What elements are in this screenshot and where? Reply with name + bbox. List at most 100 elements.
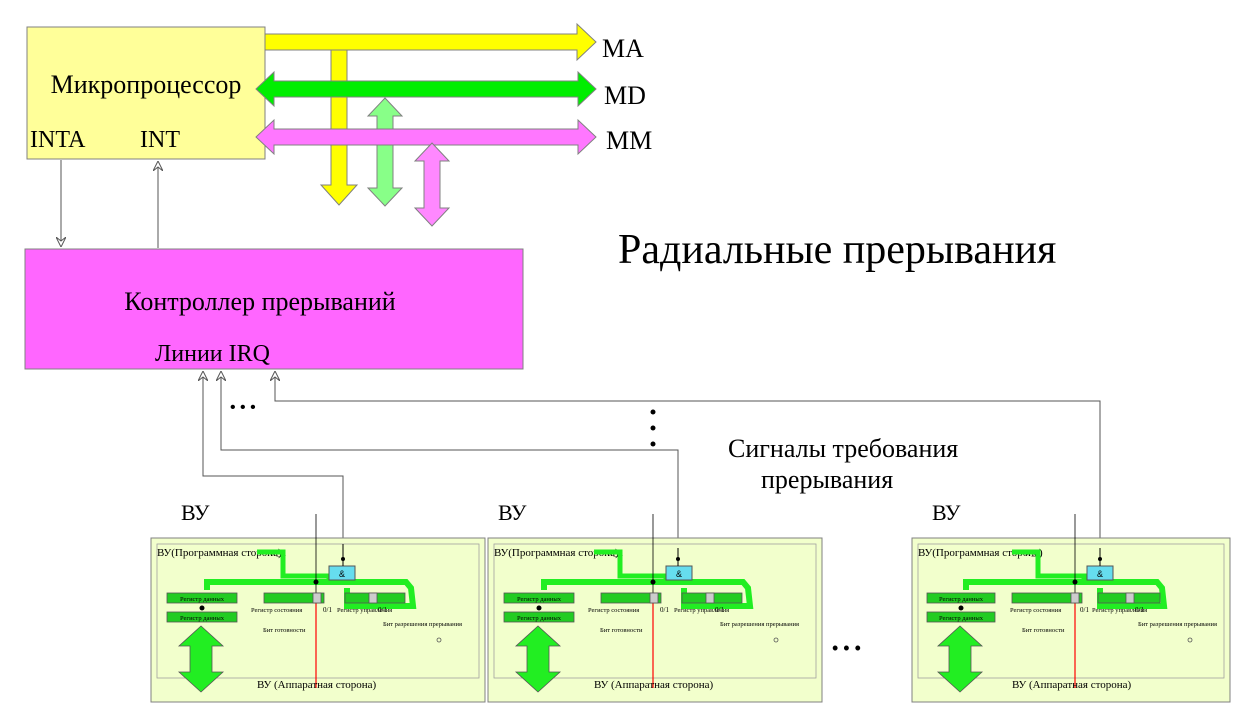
inta-label: INTA xyxy=(30,127,86,153)
device-internal-bus xyxy=(204,579,417,609)
device-enable-bit-label: Бит разрешения прерывания xyxy=(1138,621,1217,628)
interrupt-controller-label: Контроллер прерываний xyxy=(124,287,396,316)
device-ready-bit xyxy=(649,592,659,604)
irq-line-2 xyxy=(221,372,679,548)
bus-ma-down-arrow xyxy=(319,49,359,206)
device-ready-bit-label: Бит готовности xyxy=(263,627,306,634)
device-ready-bit xyxy=(312,592,322,604)
bus-ma-arrow xyxy=(264,22,597,62)
device-small-circle xyxy=(773,637,779,643)
device-outer-label: ВУ xyxy=(181,500,210,525)
bus-mm-arrow xyxy=(255,118,597,156)
device-data-reg-2-label: Регистр данных xyxy=(517,615,562,622)
device-data-reg-2 xyxy=(503,611,575,623)
device-and-gate xyxy=(328,565,356,581)
device-enable-bit xyxy=(705,592,715,604)
device-data-bidir-arrow xyxy=(936,625,984,693)
device-data-reg-1-label: Регистр данных xyxy=(180,596,225,603)
device-data-reg-1 xyxy=(503,592,575,604)
device-program-side-label: ВУ(Программная сторона) xyxy=(918,547,1043,559)
device-ready-bit-label: Бит готовности xyxy=(600,627,643,634)
device-and-gate-label: & xyxy=(676,569,682,579)
device-program-side-label: ВУ(Программная сторона) xyxy=(157,547,282,559)
device-node xyxy=(1072,579,1078,585)
microprocessor-block: Микропроцессор INTA INT xyxy=(26,26,266,160)
interrupt-controller-box xyxy=(24,248,524,370)
device-hw-side-label: ВУ (Аппаратная сторона) xyxy=(594,679,714,691)
device-node xyxy=(536,605,542,611)
device-ready-bit xyxy=(1070,592,1080,604)
device-bit-label-2: 0/1 xyxy=(1135,606,1144,614)
device-data-reg-1-label: Регистр данных xyxy=(939,596,984,603)
device-hw-side-label: ВУ (Аппаратная сторона) xyxy=(1012,679,1132,691)
device-status-reg-label: Регистр состояния xyxy=(251,607,302,614)
device-and-gate xyxy=(665,565,693,581)
device-data-reg-2 xyxy=(166,611,238,623)
vertical-dot xyxy=(650,409,656,415)
device-small-circle xyxy=(1187,637,1193,643)
device-node xyxy=(958,605,964,611)
device-control-reg-label: Регистр управления xyxy=(337,607,392,614)
irq-line-n xyxy=(275,372,1101,548)
device-and-gate-label: & xyxy=(1097,569,1103,579)
bus-ma: MA xyxy=(264,22,644,206)
bus-md: MD xyxy=(255,70,646,207)
device-data-reg-1 xyxy=(926,592,996,604)
device-internal-bus xyxy=(541,579,754,609)
microprocessor-box xyxy=(26,26,266,160)
device-data-reg-2-label: Регистр данных xyxy=(180,615,225,622)
device-wr-bus xyxy=(1012,549,1087,582)
bus-md-arrow xyxy=(255,70,597,108)
irq-line-1 xyxy=(203,372,344,544)
bus-mm-bidir-arrow xyxy=(413,142,451,227)
interrupt-controller-block: Контроллер прерываний Линии IRQ xyxy=(24,248,524,370)
bus-mm-label: MM xyxy=(606,126,652,155)
device-2: ВУ ВУ(Программная сторона) W_R & Регистр… xyxy=(487,500,823,703)
device-status-reg xyxy=(263,592,325,604)
device-node xyxy=(341,557,345,561)
vertical-ellipsis xyxy=(650,409,656,447)
device-status-reg-label: Регистр состояния xyxy=(1010,607,1061,614)
device-enable-bit-label: Бит разрешения прерывания xyxy=(383,621,462,628)
device-enable-bit-label: Бит разрешения прерывания xyxy=(720,621,799,628)
device-data-bidir-arrow xyxy=(177,625,225,693)
device-bit-label: 0/1 xyxy=(323,606,332,614)
device-inner-frame xyxy=(156,543,480,679)
device-1: ВУ ВУ(Программная сторона) W_R & Регистр… xyxy=(150,500,486,703)
device-internal-bus xyxy=(963,579,1168,609)
device-3: ВУ ВУ(Программная сторона) W_R & Регистр… xyxy=(911,500,1231,703)
device-data-bidir-arrow xyxy=(514,625,562,693)
bus-mm: MM xyxy=(255,118,652,227)
device-status-reg xyxy=(1011,592,1083,604)
device-data-reg-2-label: Регистр данных xyxy=(939,615,984,622)
device-status-reg-label: Регистр состояния xyxy=(588,607,639,614)
device-control-reg-label: Регистр управления xyxy=(1092,607,1147,614)
irq-lines-ellipsis: • • • xyxy=(230,399,256,416)
device-inner-frame xyxy=(493,543,817,679)
device-node xyxy=(1098,557,1102,561)
device-data-reg-1 xyxy=(166,592,238,604)
device-program-side-label: ВУ(Программная сторона) xyxy=(494,547,619,559)
microprocessor-label: Микропроцессор xyxy=(51,70,242,99)
device-data-reg-2 xyxy=(926,611,996,623)
diagram-title: Радиальные прерывания xyxy=(618,227,1056,273)
device-node xyxy=(313,579,319,585)
irq-lines xyxy=(203,372,1101,548)
vertical-dot xyxy=(650,441,656,447)
signals-label-line1: Сигналы требования xyxy=(728,434,958,463)
device-control-reg-label: Регистр управления xyxy=(674,607,729,614)
device-node xyxy=(650,579,656,585)
irq-lines-label: Линии IRQ xyxy=(155,341,270,367)
signals-label-line2: прерывания xyxy=(761,465,893,494)
devices-ellipsis: • • • xyxy=(832,638,861,658)
device-bit-label-2: 0/1 xyxy=(715,606,724,614)
device-bit-label: 0/1 xyxy=(1080,606,1089,614)
device-enable-bit xyxy=(1125,592,1135,604)
device-outer-label: ВУ xyxy=(498,500,527,525)
device-and-gate-label: & xyxy=(339,569,345,579)
bus-ma-label: MA xyxy=(602,34,644,63)
vertical-dot xyxy=(650,425,656,431)
int-label: INT xyxy=(140,127,180,153)
device-outer-label: ВУ xyxy=(932,500,961,525)
device-bit-label: 0/1 xyxy=(660,606,669,614)
